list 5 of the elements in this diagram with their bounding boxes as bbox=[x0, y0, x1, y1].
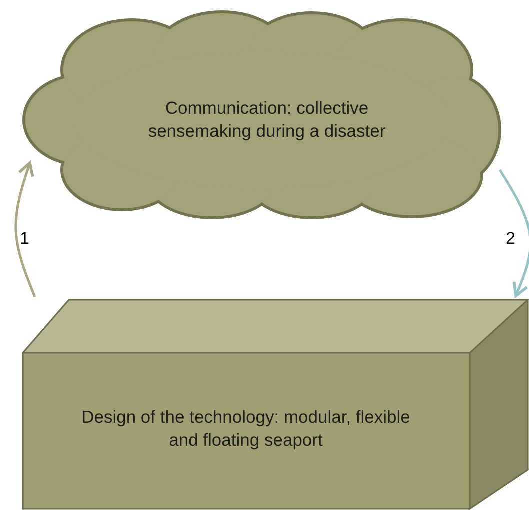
node-text: Communication: collective sensemaking during a disaster bbox=[147, 97, 387, 143]
node-text: Design of the technology: modular, flexible and floating seaport bbox=[80, 406, 412, 452]
curved-arrow bbox=[498, 169, 529, 298]
curved-arrow bbox=[14, 162, 36, 298]
edge-label: 1 bbox=[19, 230, 30, 248]
